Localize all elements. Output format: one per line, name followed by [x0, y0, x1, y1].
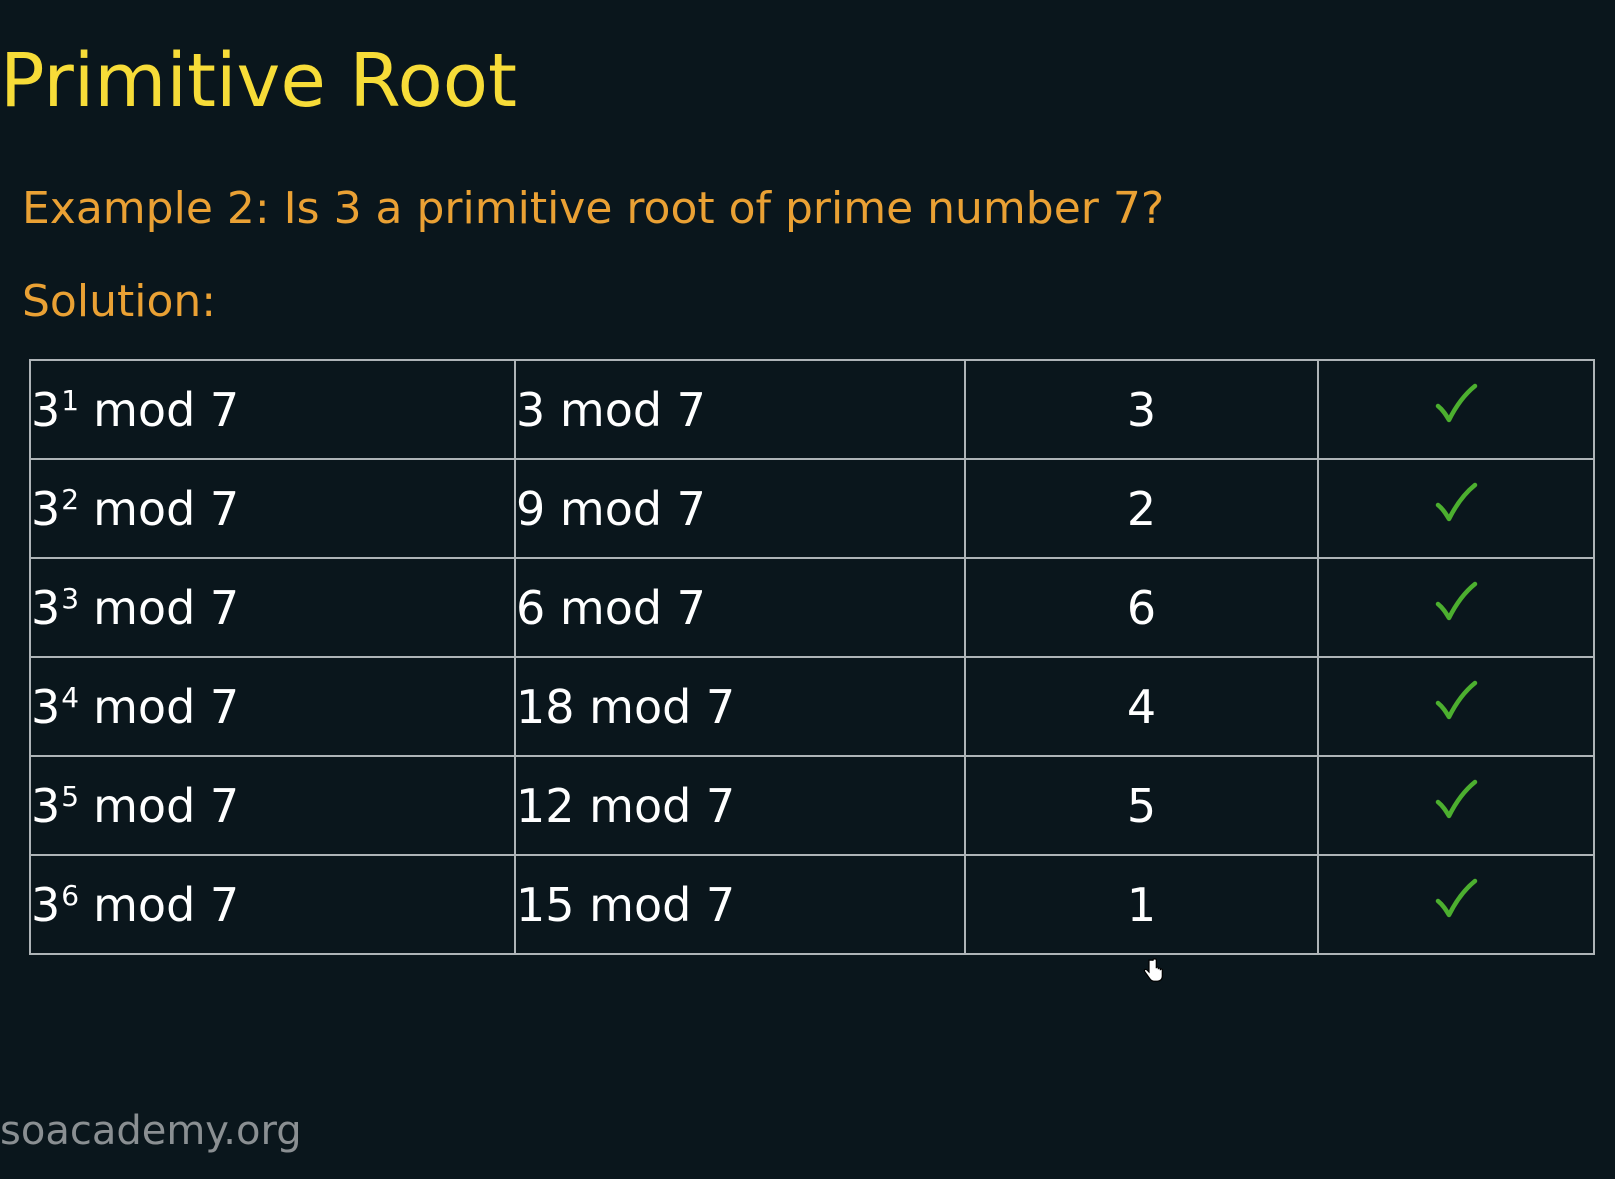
power-base: 3: [31, 382, 61, 437]
check-icon: [1435, 383, 1478, 423]
check-cell: [1317, 755, 1595, 856]
result-cell: 4: [964, 656, 1319, 757]
mod-suffix: mod 7: [93, 382, 240, 437]
result-cell: 1: [964, 854, 1319, 955]
power-expression-cell: 35 mod 7: [29, 755, 516, 856]
mod-suffix: mod 7: [93, 877, 240, 932]
mod-suffix: mod 7: [93, 679, 240, 734]
check-cell: [1317, 656, 1595, 757]
reduced-expression-cell: 12 mod 7: [514, 755, 966, 856]
power-base: 3: [31, 778, 61, 833]
check-cell: [1317, 359, 1595, 460]
check-icon: [1435, 779, 1478, 819]
check-cell: [1317, 557, 1595, 658]
power-base: 3: [31, 877, 61, 932]
mod-suffix: mod 7: [93, 481, 240, 536]
power-exponent: 1: [61, 383, 80, 417]
power-exponent: 2: [61, 482, 80, 516]
check-cell: [1317, 458, 1595, 559]
power-exponent: 3: [61, 581, 80, 615]
power-expression-cell: 36 mod 7: [29, 854, 516, 955]
check-icon: [1435, 680, 1478, 720]
page-title: Primitive Root: [0, 38, 518, 124]
power-expression-cell: 31 mod 7: [29, 359, 516, 460]
reduced-expression-cell: 18 mod 7: [514, 656, 966, 757]
result-cell: 2: [964, 458, 1319, 559]
mod-suffix: mod 7: [93, 580, 240, 635]
result-cell: 5: [964, 755, 1319, 856]
example-question: Example 2: Is 3 a primitive root of prim…: [22, 183, 1165, 234]
check-icon: [1435, 878, 1478, 918]
reduced-expression-cell: 3 mod 7: [514, 359, 966, 460]
power-expression-cell: 32 mod 7: [29, 458, 516, 559]
solution-label: Solution:: [22, 276, 217, 327]
power-base: 3: [31, 679, 61, 734]
check-icon: [1435, 581, 1478, 621]
reduced-expression-cell: 15 mod 7: [514, 854, 966, 955]
result-cell: 6: [964, 557, 1319, 658]
reduced-expression-cell: 9 mod 7: [514, 458, 966, 559]
power-expression-cell: 33 mod 7: [29, 557, 516, 658]
power-base: 3: [31, 580, 61, 635]
hand-cursor-icon: [1143, 958, 1163, 982]
check-cell: [1317, 854, 1595, 955]
watermark: soacademy.org: [0, 1108, 302, 1154]
reduced-expression-cell: 6 mod 7: [514, 557, 966, 658]
mod-suffix: mod 7: [93, 778, 240, 833]
check-icon: [1435, 482, 1478, 522]
result-cell: 3: [964, 359, 1319, 460]
power-expression-cell: 34 mod 7: [29, 656, 516, 757]
power-base: 3: [31, 481, 61, 536]
power-exponent: 4: [61, 680, 80, 714]
power-exponent: 5: [61, 779, 80, 813]
power-exponent: 6: [61, 878, 80, 912]
